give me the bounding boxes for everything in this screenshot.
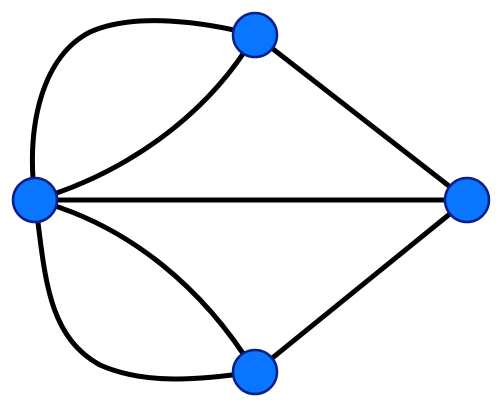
edge-left-bottom-outer-arc [32, 197, 258, 382]
node-right [443, 176, 491, 224]
edges-layer [30, 18, 470, 382]
node-top [231, 11, 279, 59]
edge-left-bottom-inner-arc [32, 197, 258, 375]
edge-left-top-outer-arc [30, 18, 258, 203]
edge-top-right-straight [252, 32, 470, 203]
edge-bottom-right-straight [252, 197, 470, 375]
node-bottom [231, 348, 279, 396]
edge-left-top-inner-arc [32, 32, 258, 203]
nodes-layer [11, 11, 491, 396]
node-left [11, 176, 59, 224]
